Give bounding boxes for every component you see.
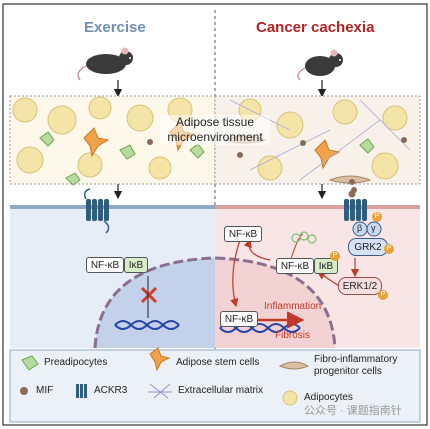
nuclear-envelope [93, 256, 337, 349]
g-beta-label: β [357, 223, 363, 233]
adipose-microenvironment-label: Adipose tissue microenvironment [160, 115, 270, 145]
inflammation-label: Inflammation [264, 301, 322, 312]
adipose-cells [12, 96, 411, 193]
legend-label-adipocytes: Adipocytes [304, 392, 353, 403]
grk2-box: GRK2 [348, 238, 388, 256]
legend-label-fibro-progenitor: Fibro-inflammatory progenitor cells [314, 354, 398, 377]
ecm-icon [148, 383, 172, 399]
arrow-complex-to-nfkb [243, 238, 271, 261]
receptor-icon [76, 384, 87, 398]
legend-label-ecm: Extracellular matrix [178, 385, 264, 396]
header-cancer-cachexia: Cancer cachexia [256, 19, 375, 36]
phospho-marker-receptor: P [372, 212, 382, 222]
nuclear-nfkb-box: NF-κB [220, 311, 258, 327]
header-exercise: Exercise [84, 19, 146, 36]
ikb-box-left: IκB [124, 257, 148, 273]
stem-cell-icon [149, 347, 171, 372]
g-gamma-label: γ [371, 223, 376, 233]
legend-label-mif: MIF [36, 385, 54, 396]
erk-box: ERK1/2 [338, 277, 382, 295]
phospho-marker-erk: P [378, 290, 388, 300]
mouse-cachexia-icon [297, 49, 343, 81]
ackr3-receptor-left-icon [83, 188, 110, 234]
phospho-marker-ikb: P [330, 251, 340, 261]
adipocyte-icon [282, 390, 298, 406]
watermark: 公众号 · 课题指南针 [304, 405, 402, 417]
mif-dot-icon [20, 387, 28, 395]
legend-label-stem-cells: Adipose stem cells [176, 357, 260, 368]
x-mark-icon [140, 286, 158, 304]
nfkb-box-right: NF-κB [276, 258, 314, 274]
ackr3-receptor-right-icon [344, 190, 367, 221]
g-gamma-subunit [366, 221, 382, 237]
preadipocyte-icon [21, 355, 39, 371]
legend-label-ackr3: ACKR3 [94, 385, 128, 396]
legend-label-preadipocytes: Preadipocytes [44, 357, 108, 368]
fibrosis-label: Fibrosis [275, 330, 311, 341]
mouse-exercise-icon [77, 47, 133, 81]
nfkb-box-left: NF-κB [86, 257, 124, 273]
arrow-nfkb-to-nucleus [230, 239, 241, 308]
dna-left-icon [114, 320, 180, 330]
nfkb-free-box: NF-κB [224, 226, 262, 242]
ikb-fragments-icon [291, 231, 317, 244]
ikb-box-right: IκB [314, 258, 338, 274]
fibro-progenitor-icon [278, 361, 310, 370]
phospho-marker-grk2: P [384, 244, 394, 254]
